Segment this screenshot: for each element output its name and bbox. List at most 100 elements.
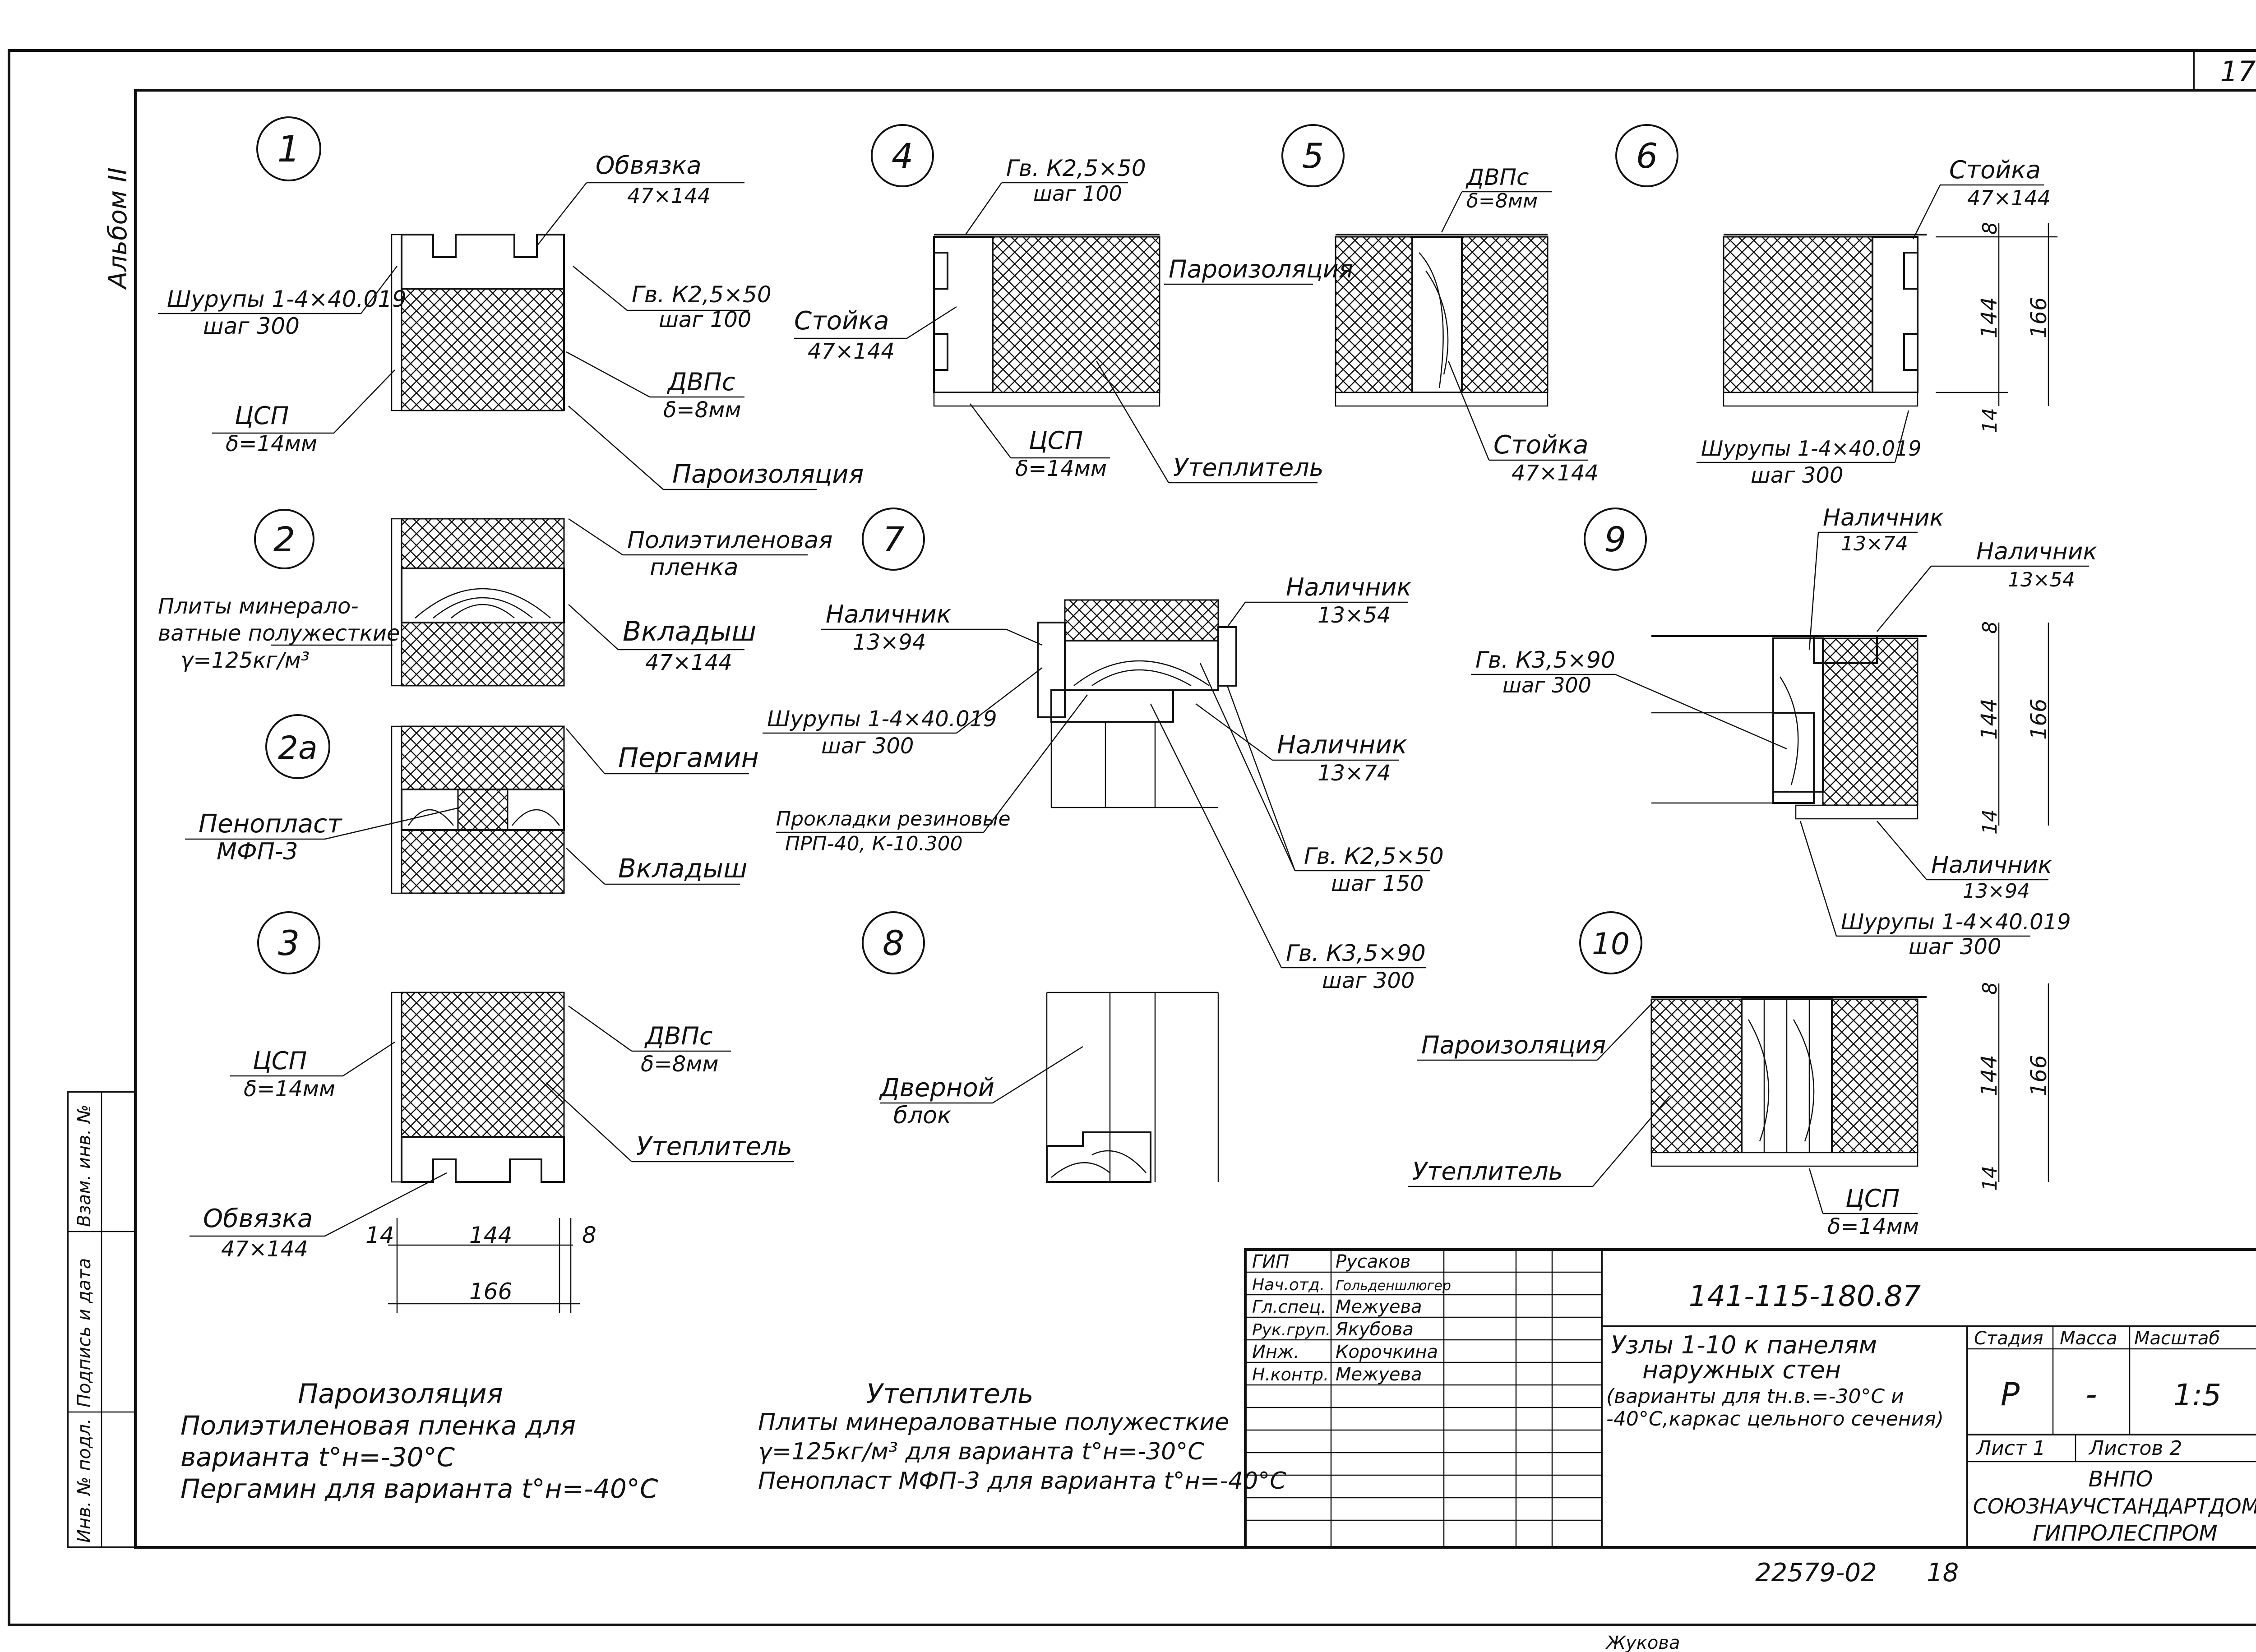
- label-dim-144: 144: [1977, 698, 2002, 740]
- label-n1-shurupy: Шурупы 1-4×40.019: [167, 286, 407, 312]
- label-n4-st-size: 47×144: [808, 339, 895, 364]
- drawing-code: 141-115-180.87: [1689, 1280, 1921, 1313]
- node-6: 6 Стойка 47×144 8 144 166 14 Шурупы 1-4×…: [1615, 124, 2057, 488]
- label-n9-shag300b: шаг 300: [1909, 934, 2001, 960]
- label-utepl-title: Утеплитель: [866, 1378, 1034, 1410]
- label-scale-h: Масштаб: [2134, 1328, 2220, 1349]
- label-dim-14: 14: [1979, 408, 2002, 433]
- node-2: 2 Полиэтиленовая пленка Плиты минерало- …: [158, 509, 832, 687]
- label-n1-shag100: шаг 100: [659, 307, 751, 332]
- label-n5-stoyka: Стойка: [1493, 430, 1589, 460]
- label-n4-paroiz: Пароизоляция: [1169, 255, 1353, 283]
- label-9: 9: [1604, 519, 1626, 559]
- side-stamp-inv: Инв. № подл.: [74, 1418, 95, 1543]
- label-dim-166: 166: [469, 1278, 512, 1305]
- label-n7-nal1-size: 13×94: [853, 630, 926, 655]
- node-4: 4 Гв. К2,5×50 шаг 100 Пароизоляция Стойк…: [794, 124, 1353, 484]
- label-8: 8: [883, 923, 904, 963]
- label-n9-nal2: Наличник: [1976, 538, 2098, 565]
- side-stamp-replace: Взам. инв. №: [74, 1104, 95, 1227]
- label-n2a-pergamin: Пергамин: [618, 742, 759, 774]
- notes-insulation: Утеплитель Плиты минераловатные полужест…: [758, 1378, 1286, 1495]
- label-n10-csp: ЦСП: [1845, 1184, 1900, 1213]
- label-title-3: (варианты для tн.в.=-30°С и: [1606, 1385, 1904, 1408]
- node-10: 10 Пароизоляция Утеплитель ЦСП δ=14мм 8 …: [1408, 911, 2052, 1239]
- label-title-1: Узлы 1-10 к панелям: [1611, 1331, 1877, 1359]
- label-n5-dvps: ДВПс: [1465, 164, 1529, 190]
- label-n7-nal3-size: 13×74: [1318, 761, 1391, 786]
- label-name: Русаков: [1336, 1251, 1411, 1272]
- label-n6-stoyka: Стойка: [1949, 156, 2041, 184]
- label-n9-gv: Гв. К3,5×90: [1475, 647, 1615, 673]
- side-stamp-sign: Подпись и дата: [74, 1258, 95, 1407]
- label-name: Межуева: [1336, 1297, 1422, 1317]
- label-n7-prokl2: ПРП-40, К-10.300: [785, 832, 963, 855]
- label-n4-stoyka: Стойка: [794, 306, 889, 336]
- label-n7-nal1: Наличник: [826, 600, 952, 628]
- label-scale: 1:5: [2173, 1378, 2221, 1412]
- label-10: 10: [1592, 927, 1630, 961]
- label-n7-nal2-size: 13×54: [1318, 603, 1391, 628]
- label-dim-144: 144: [1977, 297, 2002, 338]
- label-n7-gv2: Гв. К3,5×90: [1286, 940, 1426, 966]
- label-n9-nal1-size: 13×74: [1841, 532, 1908, 555]
- node-1-number: 1: [277, 128, 300, 170]
- label-n7-prokl1: Прокладки резиновые: [776, 808, 1011, 831]
- label-n2-plity2: ватные полужесткие: [158, 621, 400, 646]
- notes-vapor-barrier: Пароизоляция Полиэтиленовая пленка для в…: [180, 1378, 658, 1504]
- archive-number: 22579-02: [1755, 1558, 1877, 1587]
- label-dim-14: 14: [1979, 809, 2002, 835]
- label-n4-gv: Гв. К2,5×50: [1006, 155, 1146, 181]
- label-n8-dver2: блок: [893, 1102, 952, 1129]
- label-paroiz-2: варианта t°н=-30°С: [180, 1442, 455, 1472]
- label-n9-shurupy: Шурупы 1-4×40.019: [1841, 909, 2071, 935]
- label-n9-nal3-size: 13×94: [1963, 880, 2030, 903]
- label-n10-uteplitel: Утеплитель: [1412, 1157, 1563, 1186]
- node-3: 3 ЦСП δ=14мм ДВПс δ=8мм Утеплитель Обвяз…: [190, 911, 794, 1313]
- label-n2a-penoplast: Пенопласт: [199, 809, 342, 839]
- label-n3-obv-size: 47×144: [221, 1237, 308, 1262]
- label-n2-plity3: γ=125кг/м³: [180, 648, 310, 673]
- label-7: 7: [883, 519, 904, 559]
- label-n2-plenka1: Полиэтиленовая: [627, 527, 832, 554]
- label-name: Якубова: [1335, 1319, 1414, 1340]
- label-title-2: наружных стен: [1642, 1356, 1841, 1384]
- label-n1-paroiz: Пароизоляция: [672, 460, 864, 489]
- label-sheet: Лист 1: [1975, 1437, 2045, 1460]
- label-n1-obvyazka-size: 47×144: [627, 184, 711, 208]
- label-n6-shag300: шаг 300: [1751, 463, 1843, 488]
- inner-border: [134, 89, 2256, 1549]
- label-role: Нач.отд.: [1252, 1276, 1325, 1294]
- label-n3-d8: δ=8мм: [641, 1052, 719, 1077]
- label-dim-166: 166: [2026, 297, 2052, 338]
- label-n3-dvps: ДВПс: [644, 1022, 713, 1050]
- label-n4-csp: ЦСП: [1029, 426, 1083, 455]
- node-5: 5 ДВПс δ=8мм Стойка 47×144: [1281, 124, 1599, 486]
- label-dim-8: 8: [582, 1222, 596, 1248]
- label-n3-uteplitel: Утеплитель: [636, 1132, 792, 1161]
- label-role: Н.контр.: [1252, 1365, 1329, 1384]
- label-n1-d8: δ=8мм: [663, 397, 741, 423]
- label-n1-dvps: ДВПс: [667, 368, 735, 396]
- page-number: 17: [2220, 55, 2256, 88]
- label-n6-shurupy: Шурупы 1-4×40.019: [1701, 436, 1921, 461]
- label-paroiz-title: Пароизоляция: [298, 1378, 503, 1410]
- label-dim-14: 14: [365, 1222, 394, 1248]
- archive-sheet: 18: [1927, 1558, 1959, 1587]
- label-stage-h: Стадия: [1974, 1328, 2043, 1349]
- label-n5-d8: δ=8мм: [1466, 189, 1538, 212]
- label-n9-nal2-size: 13×54: [2008, 568, 2075, 591]
- label-n2-plenka2: пленка: [650, 554, 739, 581]
- label-utepl-3: Пенопласт МФП-3 для варианта t°н=-40°С: [758, 1467, 1286, 1495]
- label-role: Инж.: [1252, 1342, 1299, 1362]
- label-n7-gv1: Гв. К2,5×50: [1304, 843, 1444, 869]
- label-n2-vkladysh: Вкладыш: [623, 616, 756, 647]
- label-name: Гольденшлюгер: [1336, 1278, 1451, 1294]
- label-n1-obvyazka: Обвязка: [596, 151, 702, 180]
- label-n4-shag100: шаг 100: [1033, 181, 1122, 206]
- label-sheets: Листов 2: [2088, 1437, 2182, 1460]
- label-n2a-mfp: МФП-3: [217, 838, 298, 865]
- label-role: ГИП: [1252, 1251, 1289, 1272]
- label-n7-shag150: шаг 150: [1331, 871, 1424, 896]
